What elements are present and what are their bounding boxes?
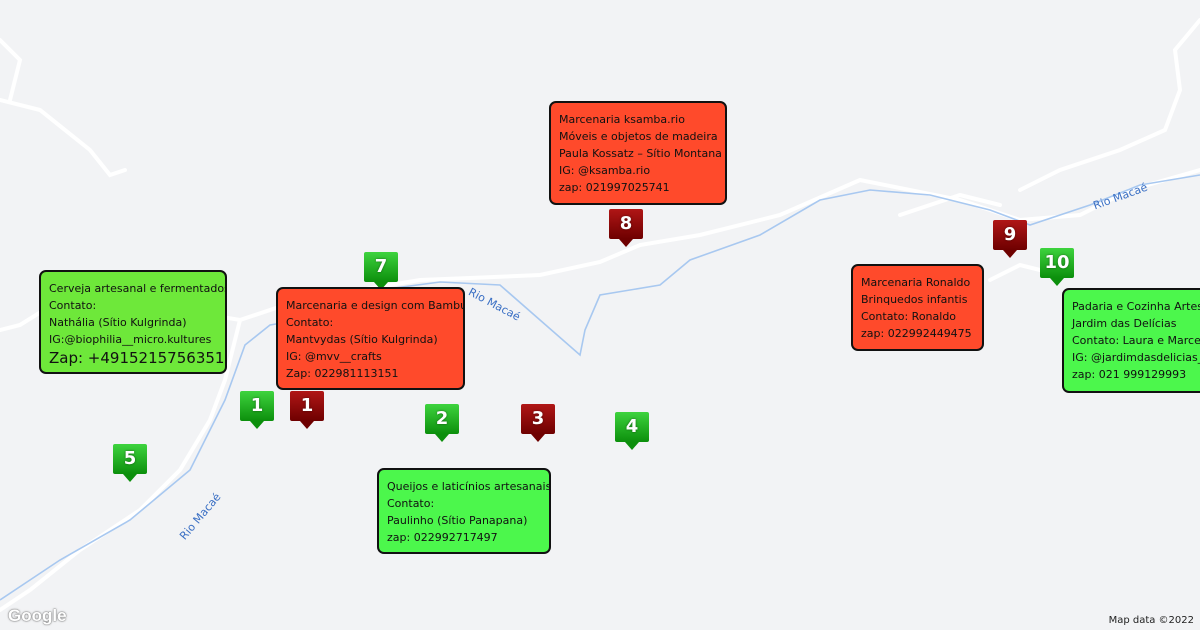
popup-line: IG: @ksamba.rio xyxy=(559,164,651,177)
popup-line: Contato: Laura e Marcelo xyxy=(1072,334,1200,347)
popup-line: Jardim das Delícias xyxy=(1072,317,1177,330)
popup-line: Zap: +4915215756351 xyxy=(49,349,225,367)
popup-line: IG: @mvv__crafts xyxy=(286,350,382,363)
popup-line: IG: @jardimdasdelicias_ xyxy=(1072,351,1200,364)
popup-line: Marcenaria e design com Bambu xyxy=(286,299,465,312)
map-marker-red[interactable]: 3 xyxy=(521,404,555,442)
info-popup-ronaldo: Marcenaria Ronaldo Brinquedos infantis C… xyxy=(851,264,984,351)
popup-line: Zap: 022981113151 xyxy=(286,367,399,380)
road xyxy=(0,38,23,102)
map-marker-green[interactable]: 2 xyxy=(425,404,459,442)
map-marker-red[interactable]: 8 xyxy=(609,209,643,247)
road xyxy=(0,98,127,178)
info-popup-bambu: Marcenaria e design com Bambu Contato: M… xyxy=(276,287,465,390)
popup-line: IG:@biophilia__micro.kultures xyxy=(49,333,212,346)
map-marker-green[interactable]: 10 xyxy=(1040,248,1074,286)
popup-line: Móveis e objetos de madeira xyxy=(559,130,718,143)
map-marker-red[interactable]: 1 xyxy=(290,391,324,429)
road xyxy=(898,192,1002,217)
info-popup-padaria: Padaria e Cozinha Artesanal Jardim das D… xyxy=(1062,288,1200,393)
popup-line: Paulinho (Sítio Panapana) xyxy=(387,514,528,527)
map-marker-green[interactable]: 1 xyxy=(240,391,274,429)
popup-line: zap: 022992717497 xyxy=(387,531,498,544)
map-marker-green[interactable]: 5 xyxy=(113,444,147,482)
popup-line: Marcenaria Ronaldo xyxy=(861,276,971,289)
popup-line: Contato: xyxy=(49,299,97,312)
popup-line: Brinquedos infantis xyxy=(861,293,968,306)
popup-line: zap: 022992449475 xyxy=(861,327,972,340)
map-marker-green[interactable]: 4 xyxy=(615,412,649,450)
popup-line: Cerveja artesanal e fermentados xyxy=(49,282,227,295)
road xyxy=(1018,18,1200,192)
popup-line: Padaria e Cozinha Artesanal xyxy=(1072,300,1200,313)
popup-line: Contato: xyxy=(286,316,334,329)
info-popup-cerveja: Cerveja artesanal e fermentados Contato:… xyxy=(39,270,227,374)
popup-line: Queijos e laticínios artesanais xyxy=(387,480,551,493)
map-marker-green[interactable]: 7 xyxy=(364,252,398,290)
map-marker-red[interactable]: 9 xyxy=(993,220,1027,258)
info-popup-ksamba: Marcenaria ksamba.rio Móveis e objetos d… xyxy=(549,101,727,205)
river xyxy=(0,174,1200,601)
popup-line: Paula Kossatz – Sítio Montana xyxy=(559,147,722,160)
popup-line: Contato: xyxy=(387,497,435,510)
popup-line: zap: 021997025741 xyxy=(559,181,670,194)
popup-line: Mantvydas (Sítio Kulgrinda) xyxy=(286,333,438,346)
popup-line: Contato: Ronaldo xyxy=(861,310,957,323)
google-logo[interactable]: Google xyxy=(8,606,67,625)
road xyxy=(0,318,242,612)
road xyxy=(988,262,1042,282)
info-popup-queijos: Queijos e laticínios artesanais Contato:… xyxy=(377,468,551,554)
popup-line: Marcenaria ksamba.rio xyxy=(559,113,685,126)
popup-line: zap: 021 999129993 xyxy=(1072,368,1187,381)
river-line xyxy=(0,174,1200,601)
popup-line: Nathália (Sítio Kulgrinda) xyxy=(49,316,187,329)
map-attribution[interactable]: Map data ©2022 xyxy=(1108,615,1194,626)
